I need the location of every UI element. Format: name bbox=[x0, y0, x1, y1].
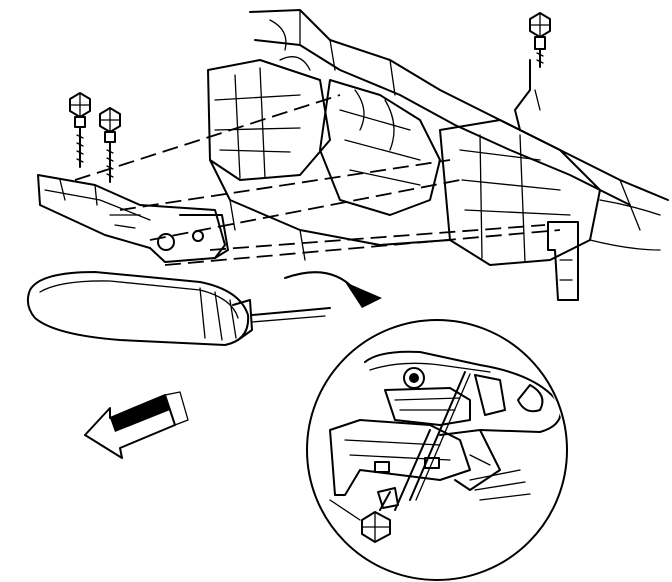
pointer-arrow bbox=[284, 271, 382, 308]
radiator-support-structure bbox=[207, 9, 669, 301]
hex-bolt-icon bbox=[529, 12, 551, 68]
front-arrow-icon bbox=[84, 391, 189, 459]
alignment-lines bbox=[74, 94, 561, 266]
fog-lamp-icon bbox=[26, 271, 331, 346]
detail-view bbox=[329, 350, 562, 543]
magnifier-circle-icon bbox=[306, 319, 568, 581]
mounting-bracket bbox=[37, 174, 229, 263]
hex-bolt-icon bbox=[69, 92, 91, 168]
hex-bolt-icon bbox=[99, 107, 121, 183]
